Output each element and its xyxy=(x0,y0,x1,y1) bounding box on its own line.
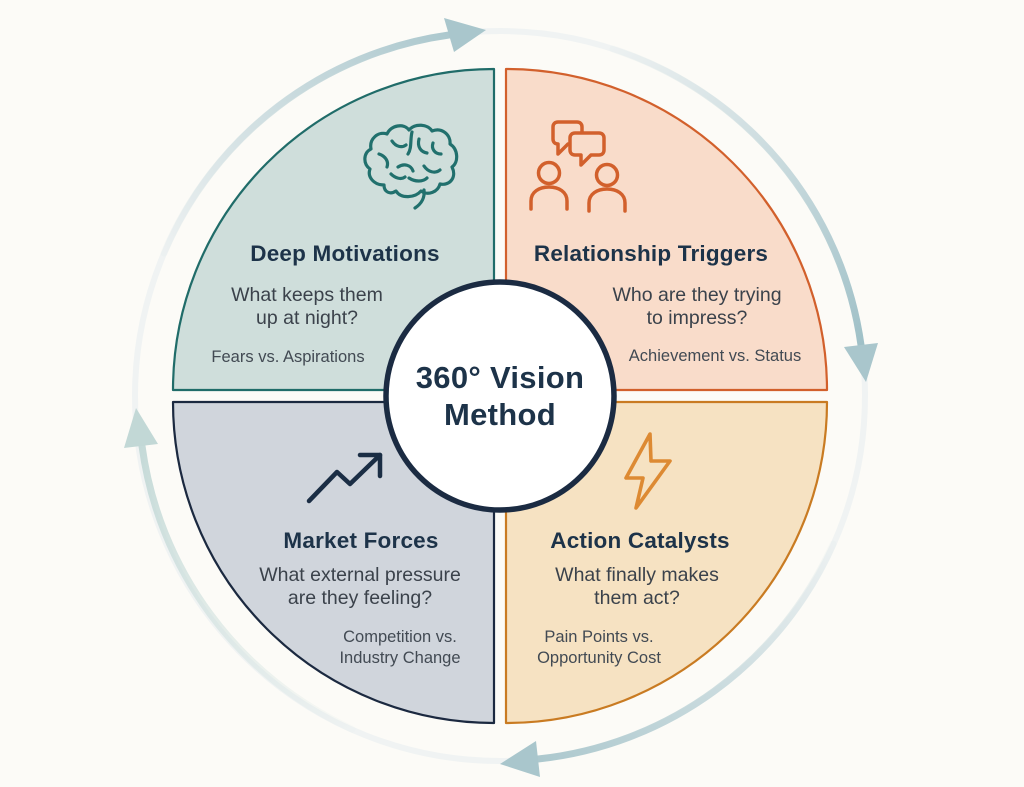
quadrant-subtext-market-forces: Competition vs. Industry Change xyxy=(339,627,460,669)
rotation-arrow-right xyxy=(609,45,878,382)
conversation-icon xyxy=(529,120,627,213)
quadrant-title-deep-motivations: Deep Motivations xyxy=(250,241,440,266)
quadrant-title-action-catalysts: Action Catalysts xyxy=(550,528,730,553)
quadrant-action-catalysts xyxy=(504,400,829,725)
question-line: What external pressure xyxy=(259,564,461,586)
center-circle xyxy=(383,279,617,513)
subtext-line: Fears vs. Aspirations xyxy=(211,348,365,366)
subtext-line: Opportunity Cost xyxy=(537,649,661,667)
quadrant-subtext-action-catalysts: Pain Points vs. Opportunity Cost xyxy=(537,627,661,669)
center-title: 360° Vision Method xyxy=(416,359,585,433)
person-right-body xyxy=(587,187,627,213)
rotation-arrowhead-right xyxy=(844,343,878,382)
quadrant-title-market-forces: Market Forces xyxy=(283,528,439,553)
question-line: are they feeling? xyxy=(287,586,433,609)
rotation-arrow-left xyxy=(124,408,356,733)
brain-icon xyxy=(363,123,459,210)
question-line: What finally makes xyxy=(555,564,719,586)
speech-bubble-left xyxy=(551,120,584,156)
question-line: up at night? xyxy=(256,306,358,329)
rotation-arrowhead-top xyxy=(444,18,486,52)
subtext-line: Achievement vs. Status xyxy=(628,347,802,365)
rotation-arrow-left-arc xyxy=(138,442,356,733)
quadrant-question-relationship-triggers: Who are they trying to impress? xyxy=(612,284,781,329)
question-line: to impress? xyxy=(646,306,748,329)
subtext-line: Industry Change xyxy=(339,649,461,667)
rotation-arrowhead-left xyxy=(124,408,158,448)
person-left-head xyxy=(536,160,562,186)
quadrant-question-market-forces: What external pressure are they feeling? xyxy=(259,564,461,609)
rotation-arrow-bottom xyxy=(500,540,837,777)
center-title-line: 360° Vision xyxy=(415,360,585,395)
rotation-arrow-top xyxy=(160,18,486,257)
question-line: What keeps them xyxy=(231,284,383,306)
quadrant-subtext-deep-motivations: Fears vs. Aspirations xyxy=(211,347,364,368)
rotation-ring xyxy=(132,28,868,764)
person-left-body xyxy=(529,185,569,211)
center-title-line: Method xyxy=(444,397,556,432)
quadrant-question-action-catalysts: What finally makes them act? xyxy=(555,564,719,609)
quadrant-question-deep-motivations: What keeps them up at night? xyxy=(231,284,383,329)
rotation-arrow-top-arc xyxy=(160,31,453,257)
question-line: Who are they trying xyxy=(612,284,782,306)
subtext-line: Competition vs. xyxy=(343,628,457,646)
quadrant-title-relationship-triggers: Relationship Triggers xyxy=(533,241,769,266)
rotation-arrow-right-arc xyxy=(609,45,865,349)
lightning-icon xyxy=(624,432,672,510)
rotation-arrow-bottom-arc xyxy=(534,540,837,763)
question-line: them act? xyxy=(594,586,680,609)
trend-up-icon xyxy=(306,452,383,504)
speech-bubble-right xyxy=(568,131,606,167)
rotation-arrowhead-bottom xyxy=(500,741,540,777)
quadrant-market-forces xyxy=(171,400,496,725)
person-right-head xyxy=(594,162,620,188)
subtext-line: Pain Points vs. xyxy=(544,628,654,646)
quadrant-subtext-relationship-triggers: Achievement vs. Status xyxy=(629,346,801,367)
quadrant-deep-motivations xyxy=(171,67,496,392)
